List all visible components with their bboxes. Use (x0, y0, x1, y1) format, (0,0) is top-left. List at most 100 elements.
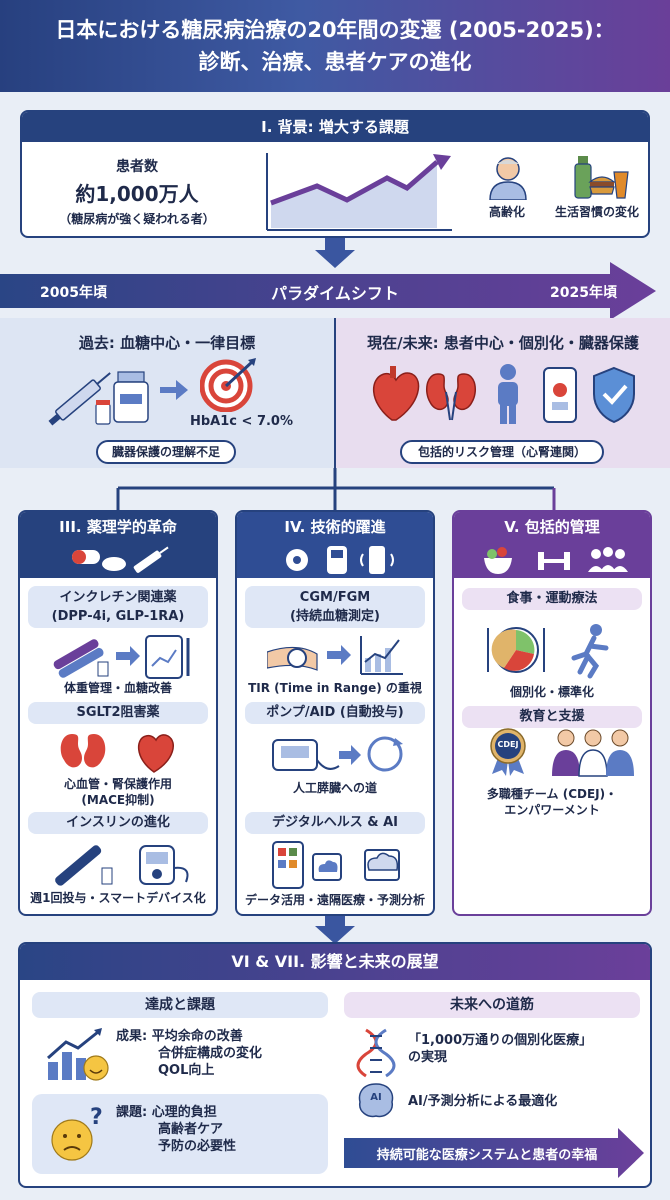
issue-2: 高齢者ケア (158, 1122, 224, 1137)
kidney-icon (425, 373, 477, 421)
achieve-label: 達成と課題 (32, 992, 328, 1018)
present-note: 包括的リスク管理（心腎連関） (400, 440, 604, 464)
insulin-label: インスリンの進化 (28, 812, 208, 834)
target-icon (200, 358, 256, 412)
result-1: 成果: 平均余命の改善 (116, 1029, 243, 1044)
goal-text: 持続可能な医療システムと患者の幸福 (376, 1148, 598, 1163)
aging-label: 高齢化 (488, 205, 525, 219)
incretin-label: インクレチン関連薬 (59, 590, 177, 605)
goal-arrow (344, 1128, 644, 1178)
digital-effect: データ活用・遠隔医療・予測分析 (244, 893, 425, 907)
phone-cloud-icon (272, 841, 400, 889)
team-line2: エンパワーメント (504, 803, 600, 817)
pharma-header: III. 薬理学的革命 (20, 512, 216, 578)
smartphone-icon (543, 367, 577, 423)
elderly-person-icon (489, 157, 527, 200)
issue-3: 予防の必要性 (158, 1139, 237, 1154)
present-heading: 現在/未来: 患者中心・個別化・臓器保護 (367, 334, 639, 352)
issue-1: 課題: 心理的負担 (116, 1105, 217, 1120)
future-label: 未来への道筋 (344, 992, 640, 1018)
cgm-pill: CGM/FGM (持続血糖測定) (245, 586, 425, 628)
right-arrow-icon (160, 380, 188, 400)
care-heading: V. 包括的管理 (504, 518, 600, 536)
diet-effect: 個別化・標準化 (509, 685, 594, 699)
pump-label: ポンプ/AID (自動投与) (245, 702, 425, 724)
diet-label: 食事・運動療法 (462, 588, 642, 610)
ai-brain-icon (358, 1083, 394, 1118)
insulin-effect: 週1回投与・スマートデバイス化 (30, 891, 206, 905)
sensor-device-icon (286, 546, 394, 574)
issue-block: 課題: 心理的負担 高齢者ケア 予防の必要性 (116, 1104, 236, 1155)
shield-icon (593, 366, 635, 424)
lifestyle-label: 生活習慣の変化 (554, 205, 639, 219)
impact-panel: VI & VII. 影響と未来の展望 達成と課題 成果: 平均余命の改善 合併症… (18, 942, 652, 1188)
tech-panel: IV. 技術的躍進 CGM/FGM (持続血糖測定) TIR (Time in … (235, 510, 435, 916)
team-line1: 多職種チーム (CDEJ)・ (486, 787, 618, 801)
care-panel: V. 包括的管理 食事・運動療法 個別化・標準化 教育と支援 CDEJ (452, 510, 652, 916)
heart-icon (372, 366, 420, 421)
page-title-line1: 日本における糖尿病治療の20年間の変遷 (2005-2025)： (55, 18, 615, 42)
paradigm-end: 2025年頃 (550, 285, 617, 301)
insulin-pen-pump-icon (55, 845, 189, 886)
paradigm-label: パラダイムシフト (271, 284, 399, 303)
tech-heading: IV. 技術的躍進 (284, 518, 386, 536)
future-3: AI/予測分析による最適化 (408, 1094, 558, 1109)
pen-tablet-icon (53, 635, 190, 679)
growth-smile-icon (47, 1028, 109, 1081)
pump-effect: 人工膵臓への道 (292, 781, 377, 795)
digital-label: デジタルヘルス & AI (245, 812, 425, 834)
hba1c-target: HbA1c < 7.0% (190, 414, 293, 429)
patients-value: 約1,000万人 (75, 182, 199, 206)
result-2: 合併症構成の変化 (158, 1046, 263, 1061)
patients-label: 患者数 (116, 159, 158, 175)
kidney-heart-icon (60, 734, 174, 773)
edu-label: 教育と支援 (462, 706, 642, 728)
care-team-icon (552, 729, 634, 777)
past-heading: 過去: 血糖中心・一律目標 (78, 334, 256, 352)
ai-badge-text: AI (370, 1092, 382, 1103)
page-title-line2: 診断、治療、患者ケアの進化 (198, 50, 472, 74)
organ-icons-row (372, 364, 635, 424)
future-text-block: 「1,000万通りの個別化医療」 の実現 (408, 1032, 592, 1066)
cdej-badge-text: CDEJ (497, 740, 519, 749)
incretin-effect: 体重管理・血糖改善 (63, 681, 172, 695)
tech-header: IV. 技術的躍進 (237, 512, 433, 578)
pills-syringe-icon (72, 546, 169, 573)
arm-sensor-graph-icon (267, 636, 403, 675)
food-dumbbell-people-icon (484, 547, 628, 574)
future-2: の実現 (408, 1050, 448, 1065)
sglt2-sub: (MACE抑制) (81, 793, 155, 807)
past-note: 臓器保護の理解不足 (96, 440, 236, 464)
down-arrow-icon (315, 916, 355, 944)
plate-runner-icon (487, 624, 609, 679)
divider-line (334, 318, 336, 478)
title-banner: 日本における糖尿病治療の20年間の変遷 (2005-2025)： 診断、治療、患… (0, 0, 670, 92)
cgm-sub: (持続血糖測定) (290, 609, 380, 624)
dna-icon (356, 1028, 396, 1078)
paradigm-arrow (0, 262, 656, 320)
result-block: 成果: 平均余命の改善 合併症構成の変化 QOL向上 (116, 1028, 262, 1079)
worried-face-icon: ? (51, 1105, 103, 1161)
pump-loop-icon (272, 736, 403, 772)
result-3: QOL向上 (158, 1063, 215, 1078)
cgm-label: CGM/FGM (299, 590, 371, 605)
fast-food-icon (574, 156, 629, 199)
tir-label: TIR (Time in Range) の重視 (248, 681, 422, 695)
paradigm-start: 2005年頃 (40, 285, 107, 301)
pharma-heading: III. 薬理学的革命 (59, 518, 177, 536)
person-icon (498, 364, 518, 424)
sglt2-effect: 心血管・腎保護作用 (63, 777, 172, 791)
cdej-badge-icon (490, 728, 526, 776)
background-heading: I. 背景: 増大する課題 (22, 112, 648, 142)
patients-note: （糖尿病が強く疑われる者） (59, 212, 215, 226)
down-arrow-icon (315, 238, 355, 268)
connector-lines (116, 468, 556, 512)
syringe-vial-icon (48, 371, 149, 426)
background-panel: I. 背景: 増大する課題 患者数 約1,000万人 （糖尿病が強く疑われる者）… (20, 110, 650, 238)
svg-text:?: ? (90, 1105, 103, 1130)
care-header: V. 包括的管理 (454, 512, 650, 578)
impact-heading: VI & VII. 影響と未来の展望 (20, 944, 650, 980)
sglt2-label: SGLT2阻害薬 (28, 702, 208, 724)
incretin-sub: (DPP-4i, GLP-1RA) (51, 609, 185, 624)
incretin-pill: インクレチン関連薬 (DPP-4i, GLP-1RA) (28, 586, 208, 628)
